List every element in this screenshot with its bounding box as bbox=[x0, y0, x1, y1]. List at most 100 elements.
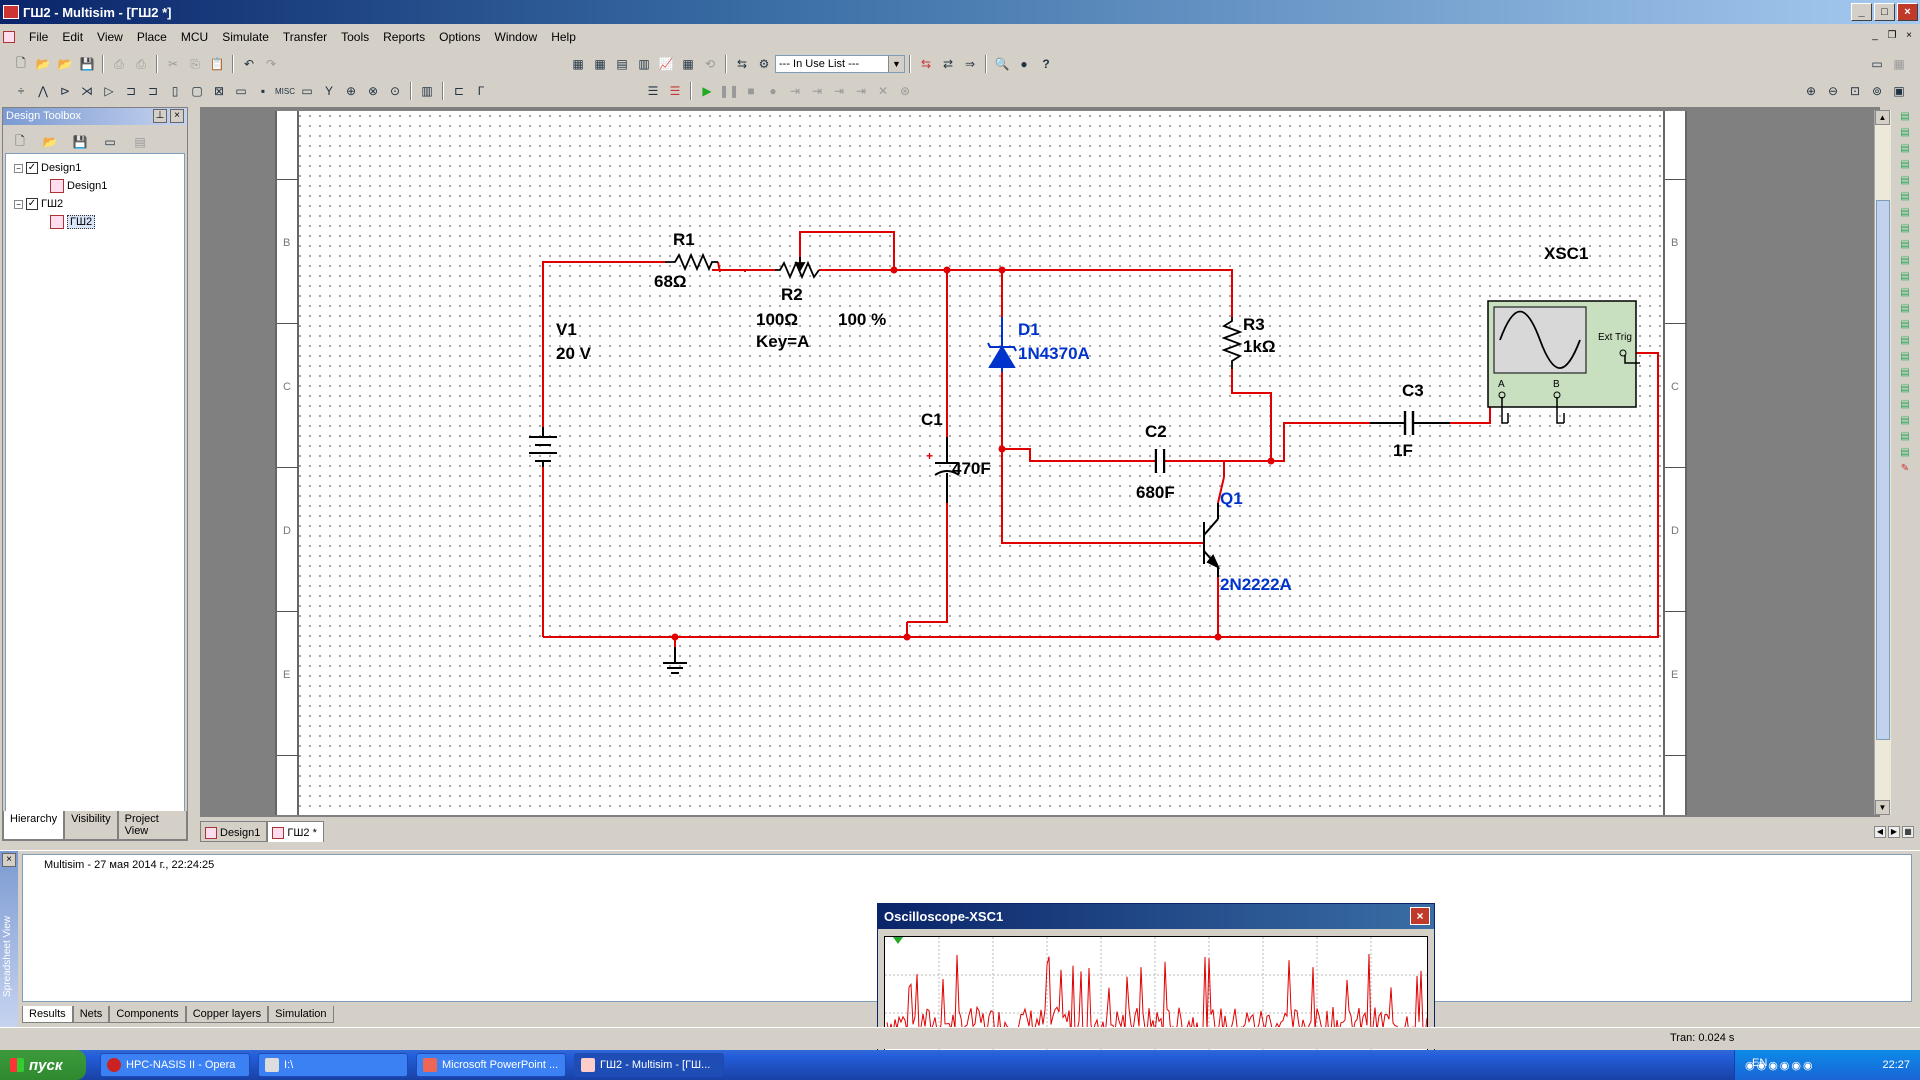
maximize-button[interactable]: □ bbox=[1874, 3, 1895, 21]
checkbox-icon[interactable]: ✓ bbox=[26, 198, 38, 210]
current-probe-icon[interactable]: ▤ bbox=[1900, 447, 1910, 458]
agilent-multimeter-icon[interactable]: ▤ bbox=[1900, 351, 1910, 362]
mdi-restore-button[interactable]: ❐ bbox=[1887, 30, 1897, 41]
tree-item-design1[interactable]: − ✓ Design1 bbox=[14, 160, 81, 176]
paste-icon[interactable]: 📋 bbox=[209, 57, 225, 71]
toolbox-pin-icon[interactable]: ⊥ bbox=[153, 109, 167, 123]
zener-diode-d1-symbol[interactable] bbox=[987, 317, 1017, 372]
tektronix-oscilloscope-icon[interactable]: ▤ bbox=[1900, 383, 1910, 394]
place-rf-icon[interactable]: Y bbox=[324, 84, 333, 98]
place-basic-icon[interactable]: ⋀ bbox=[38, 84, 48, 98]
ultiboard-icon[interactable]: ▭ bbox=[1871, 57, 1883, 71]
measurement-probe-icon[interactable]: ▤ bbox=[1900, 399, 1910, 410]
pause-simulation-icon[interactable]: ❚❚ bbox=[718, 84, 740, 98]
tab-components[interactable]: Components bbox=[109, 1006, 186, 1023]
language-indicator[interactable]: EN bbox=[1752, 1057, 1768, 1069]
probe-tool-icon[interactable]: ✎ bbox=[1900, 463, 1910, 474]
disabled-design-icon[interactable]: ▤ bbox=[134, 135, 146, 149]
spreadsheet-view-icon[interactable]: ▦ bbox=[594, 57, 606, 71]
ground-symbol[interactable] bbox=[663, 647, 687, 674]
oscilloscope-xsc1-symbol[interactable] bbox=[1487, 300, 1640, 424]
bode-plotter-icon[interactable]: ▤ bbox=[1900, 191, 1910, 202]
help-icon[interactable]: ? bbox=[1042, 57, 1050, 71]
tab-results[interactable]: Results bbox=[22, 1006, 73, 1023]
step-into-icon[interactable]: ⇥ bbox=[811, 84, 823, 98]
find-icon[interactable]: 🔍 bbox=[994, 57, 1010, 71]
tab-project-view[interactable]: Project View bbox=[117, 811, 187, 840]
place-ttl-icon[interactable]: ⊐ bbox=[125, 84, 137, 98]
place-misc-digital-icon[interactable]: ▢ bbox=[191, 84, 203, 98]
collapse-icon[interactable]: − bbox=[14, 199, 23, 209]
scroll-up-icon[interactable]: ▲ bbox=[1875, 110, 1890, 125]
clock[interactable]: 22:27 bbox=[1882, 1059, 1910, 1071]
resistor-r3-symbol[interactable] bbox=[1221, 317, 1243, 369]
place-hierarchical-icon[interactable]: ▥ bbox=[421, 84, 433, 98]
multisim-app-icon[interactable] bbox=[3, 5, 19, 19]
toggle-toolbox-icon[interactable]: ▦ bbox=[572, 57, 584, 71]
menu-window[interactable]: Window bbox=[494, 30, 538, 44]
transistor-q1-symbol[interactable] bbox=[1203, 476, 1225, 577]
tab-prev-icon[interactable]: ◀ bbox=[1874, 826, 1886, 838]
menu-reports[interactable]: Reports bbox=[383, 30, 426, 44]
battery-v1-symbol[interactable] bbox=[529, 427, 557, 467]
wattmeter-icon[interactable]: ▤ bbox=[1900, 143, 1910, 154]
tab-visibility[interactable]: Visibility bbox=[64, 811, 118, 840]
breakpoint-icon[interactable]: ✕ bbox=[877, 84, 889, 98]
zoom-out-icon[interactable]: ⊖ bbox=[1827, 84, 1839, 98]
collapse-icon[interactable]: − bbox=[14, 163, 23, 173]
place-connector-icon[interactable]: ⊙ bbox=[389, 84, 401, 98]
full-screen-icon[interactable]: ▣ bbox=[1893, 84, 1905, 98]
oscilloscope-close-button[interactable]: × bbox=[1410, 907, 1430, 925]
frequency-counter-icon[interactable]: ▤ bbox=[1900, 207, 1910, 218]
component-list-icon[interactable]: ▥ bbox=[638, 57, 650, 71]
zoom-area-icon[interactable]: ⊡ bbox=[1849, 84, 1861, 98]
save-icon[interactable]: 💾 bbox=[79, 57, 95, 71]
distortion-analyzer-icon[interactable]: ▤ bbox=[1900, 287, 1910, 298]
minimize-button[interactable]: _ bbox=[1851, 3, 1872, 21]
resistor-r1-symbol[interactable] bbox=[665, 252, 718, 272]
mdi-minimize-button[interactable]: _ bbox=[1872, 30, 1878, 41]
tab-list-icon[interactable]: ▦ bbox=[1902, 826, 1914, 838]
copy-icon[interactable]: ⎘ bbox=[190, 56, 200, 71]
schematic-sheet[interactable]: B C D E B C D E bbox=[275, 111, 1687, 815]
print-icon[interactable]: ⎙ bbox=[114, 56, 124, 71]
menu-help[interactable]: Help bbox=[551, 30, 576, 44]
close-button[interactable]: × bbox=[1897, 3, 1918, 21]
mdi-close-button[interactable]: × bbox=[1906, 30, 1912, 41]
transfer-icon[interactable]: ⇒ bbox=[964, 57, 976, 71]
start-button[interactable]: пуск bbox=[0, 1050, 86, 1080]
place-indicator-icon[interactable]: ▭ bbox=[235, 84, 247, 98]
database-manager-icon[interactable]: ▤ bbox=[616, 57, 628, 71]
place-diode-icon[interactable]: ⊳ bbox=[59, 84, 71, 98]
place-bus-icon[interactable]: ⊏ bbox=[453, 84, 465, 98]
tree-subitem-gsh2[interactable]: ГШ2 bbox=[50, 214, 96, 230]
task-opera[interactable]: HPC-NASIS II - Opera bbox=[100, 1053, 250, 1077]
tree-item-gsh2[interactable]: − ✓ ГШ2 bbox=[14, 196, 63, 212]
tab-next-icon[interactable]: ▶ bbox=[1888, 826, 1900, 838]
tab-hierarchy[interactable]: Hierarchy bbox=[3, 811, 65, 840]
oscilloscope-icon[interactable]: ▤ bbox=[1900, 159, 1910, 170]
tab-copper-layers[interactable]: Copper layers bbox=[185, 1006, 269, 1023]
backward-annotate-icon[interactable]: ⇄ bbox=[942, 57, 954, 71]
place-source-icon[interactable]: ÷ bbox=[17, 84, 25, 98]
agilent-oscilloscope-icon[interactable]: ▤ bbox=[1900, 367, 1910, 378]
four-channel-oscilloscope-icon[interactable]: ▤ bbox=[1900, 175, 1910, 186]
schematic-drawing[interactable]: + bbox=[200, 107, 1880, 817]
network-analyzer-icon[interactable]: ▤ bbox=[1900, 319, 1910, 330]
redo-icon[interactable]: ↷ bbox=[265, 57, 277, 71]
in-use-list-dropdown[interactable]: --- In Use List --- ▼ bbox=[775, 55, 905, 73]
capacitor-c3-symbol[interactable] bbox=[1370, 411, 1450, 435]
save-design-icon[interactable]: 💾 bbox=[72, 135, 88, 149]
tab-design1[interactable]: Design1 bbox=[200, 821, 268, 842]
place-misc-icon[interactable]: MISC bbox=[275, 86, 295, 96]
tree-subitem-design1[interactable]: Design1 bbox=[50, 178, 107, 194]
tab-simulation[interactable]: Simulation bbox=[268, 1006, 334, 1023]
open-design-icon[interactable]: 📂 bbox=[42, 135, 58, 149]
logic-converter-icon[interactable]: ▤ bbox=[1900, 255, 1910, 266]
place-advanced-peripherals-icon[interactable]: ▭ bbox=[301, 84, 313, 98]
cut-icon[interactable]: ✂ bbox=[167, 57, 179, 71]
scroll-down-icon[interactable]: ▼ bbox=[1875, 800, 1890, 815]
menu-simulate[interactable]: Simulate bbox=[222, 30, 269, 44]
spreadsheet-close-icon[interactable]: × bbox=[2, 853, 16, 867]
probe-icon[interactable]: ⊛ bbox=[899, 84, 911, 98]
